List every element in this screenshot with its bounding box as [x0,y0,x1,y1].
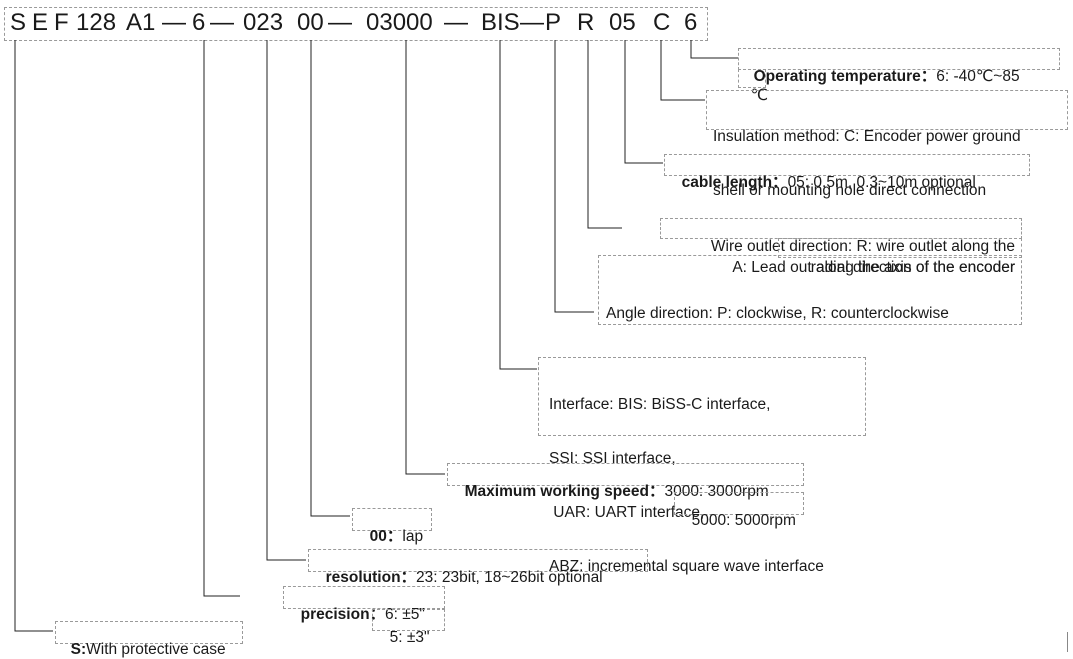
precision-option-2: 5: ±3" [389,629,430,646]
wire-outlet-line-2: radial direction of the encoder [810,259,1015,276]
code-seg-dash-4: — [444,9,468,36]
code-seg-temperature: 6 [684,9,698,36]
temperature-box: Operating temperature：6: -40℃~85 [738,48,1060,85]
code-seg-lap: 00 [297,9,324,36]
cable-length-value: 05: 0.5m, 0.3~10m optional [787,174,976,191]
leader-wire-outlet [587,40,622,229]
lap-label: 00： [369,528,403,545]
insulation-line-2: shell or mounting hole direct connection [713,182,987,199]
precision-option-2-box: 5: ±3" [372,609,445,646]
interface-box: Interface: BIS: BiSS-C interface, SSI: S… [538,357,866,575]
cable-length-label: cable length： [681,174,788,191]
code-seg-outlet: R [577,9,595,36]
code-seg-dash-1: — [162,9,186,36]
wire-outlet-box-1: Wire outlet direction: R: wire outlet al… [660,218,1022,255]
wire-outlet-line-1: Wire outlet direction: R: wire outlet al… [710,238,1015,255]
resolution-label: resolution： [325,569,417,586]
case-label: S: [70,641,87,658]
resolution-box: resolution：23: 23bit, 18~26bit optional [308,549,648,586]
leader-case [14,40,53,632]
case-box: S:With protective case [55,621,243,658]
leader-temperature [690,40,738,59]
speed-box: Maximum working speed：3000: 3000rpm [447,463,804,500]
temperature-unit-box: ℃ [738,69,768,104]
cable-length-box: cable length：05: 0.5m, 0.3~10m optional [664,154,1030,191]
code-seg-resolution: 023 [243,9,284,36]
code-seg-precision: 6 [192,9,206,36]
code-seg-e: E [32,9,49,36]
code-seg-dash-3: — [328,9,352,36]
code-seg-dash-2: — [210,9,234,36]
precision-option-1: 6: ±5" [385,606,425,623]
code-seg-128: 128 [76,9,117,36]
leader-cable-length [624,40,663,164]
code-seg-dash-5: — [520,9,544,36]
temperature-value: 6: -40℃~85 [936,68,1020,85]
code-seg-s: S [10,9,27,36]
speed-label: Maximum working speed： [464,483,665,500]
precision-box: precision：6: ±5" [283,586,445,623]
wire-outlet-line-3: A: Lead out along the axis of the encode… [732,259,1015,276]
speed-option-2-box: 5000: 5000rpm [674,492,804,529]
edge-mark [1067,632,1068,652]
angle-direction-box: A: Lead out along the axis of the encode… [598,255,1022,325]
leader-precision [203,40,240,597]
interface-line-2: SSI: SSI interface, [549,450,676,467]
code-seg-interface: BIS [481,9,520,36]
leader-angle [554,40,594,313]
code-seg-speed: 03000 [366,9,433,36]
lap-value: lap [402,528,424,545]
code-seg-insulation: C [653,9,671,36]
resolution-value: 23: 23bit, 18~26bit optional [416,569,603,586]
interface-line-1: Interface: BIS: BiSS-C interface, [549,396,771,413]
precision-label: precision： [300,606,386,623]
wire-outlet-box-2: radial direction of the encoder [778,238,1022,276]
leader-insulation [660,40,705,101]
code-seg-f: F [54,9,69,36]
speed-option-2: 5000: 5000rpm [691,512,796,529]
code-seg-cable: 05 [609,9,636,36]
code-seg-angle: P [545,9,562,36]
leader-lap [310,40,350,517]
case-value: With protective case [86,641,226,658]
angle-direction-text: Angle direction: P: clockwise, R: counte… [606,305,949,322]
code-seg-a1: A1 [126,9,156,36]
lap-box: 00：lap [352,508,432,545]
leader-speed [405,40,445,475]
leader-interface [499,40,537,370]
temperature-label: Operating temperature： [753,68,937,85]
insulation-line-1: Insulation method: C: Encoder power grou… [713,128,1021,145]
insulation-box: Insulation method: C: Encoder power grou… [706,90,1068,199]
leader-resolution [266,40,306,561]
temperature-unit: ℃ [750,87,769,104]
model-code-bar [4,7,708,41]
interface-line-3: UAR: UART interface, [549,504,705,521]
